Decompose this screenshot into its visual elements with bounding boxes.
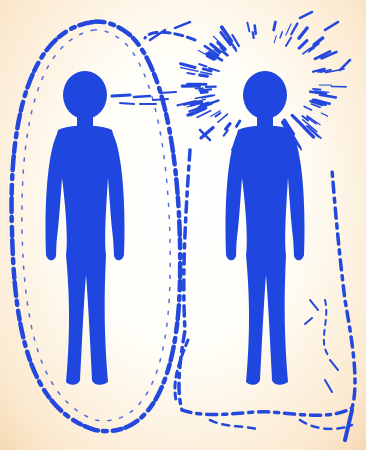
aura-ray [199,64,206,66]
aura-ray [253,32,254,38]
aura-ray [286,24,291,35]
aura-ray [224,130,228,135]
aura-ray [321,113,327,116]
aura-ray [201,92,207,93]
aura-flick [340,60,350,70]
left-human-figure [46,71,125,385]
aura-ray [200,75,208,76]
aura-ray [274,36,276,43]
aura-ray [313,89,321,90]
aura-ray [199,89,211,90]
aura-ray [286,38,291,47]
aura-ray [292,115,303,126]
aura-ray [247,23,249,32]
aura-ray [237,121,240,126]
aura-ray [299,28,307,38]
aura-ray [274,22,276,30]
aura-ray [320,95,336,98]
aura-flick [300,12,312,18]
aura-ray [255,26,256,34]
aura-ray [187,73,194,74]
aura-ray [226,124,230,129]
aura-ray [280,32,282,38]
aura-flick [325,22,338,30]
aura-ray [299,41,307,49]
aura-ray [218,114,228,122]
energy-transfer-dashes [112,92,176,104]
aura-ray [304,107,311,111]
aura-ray [291,24,297,35]
aura-flick [175,22,190,28]
aura-ray [181,64,195,68]
aura-ray [201,104,207,106]
